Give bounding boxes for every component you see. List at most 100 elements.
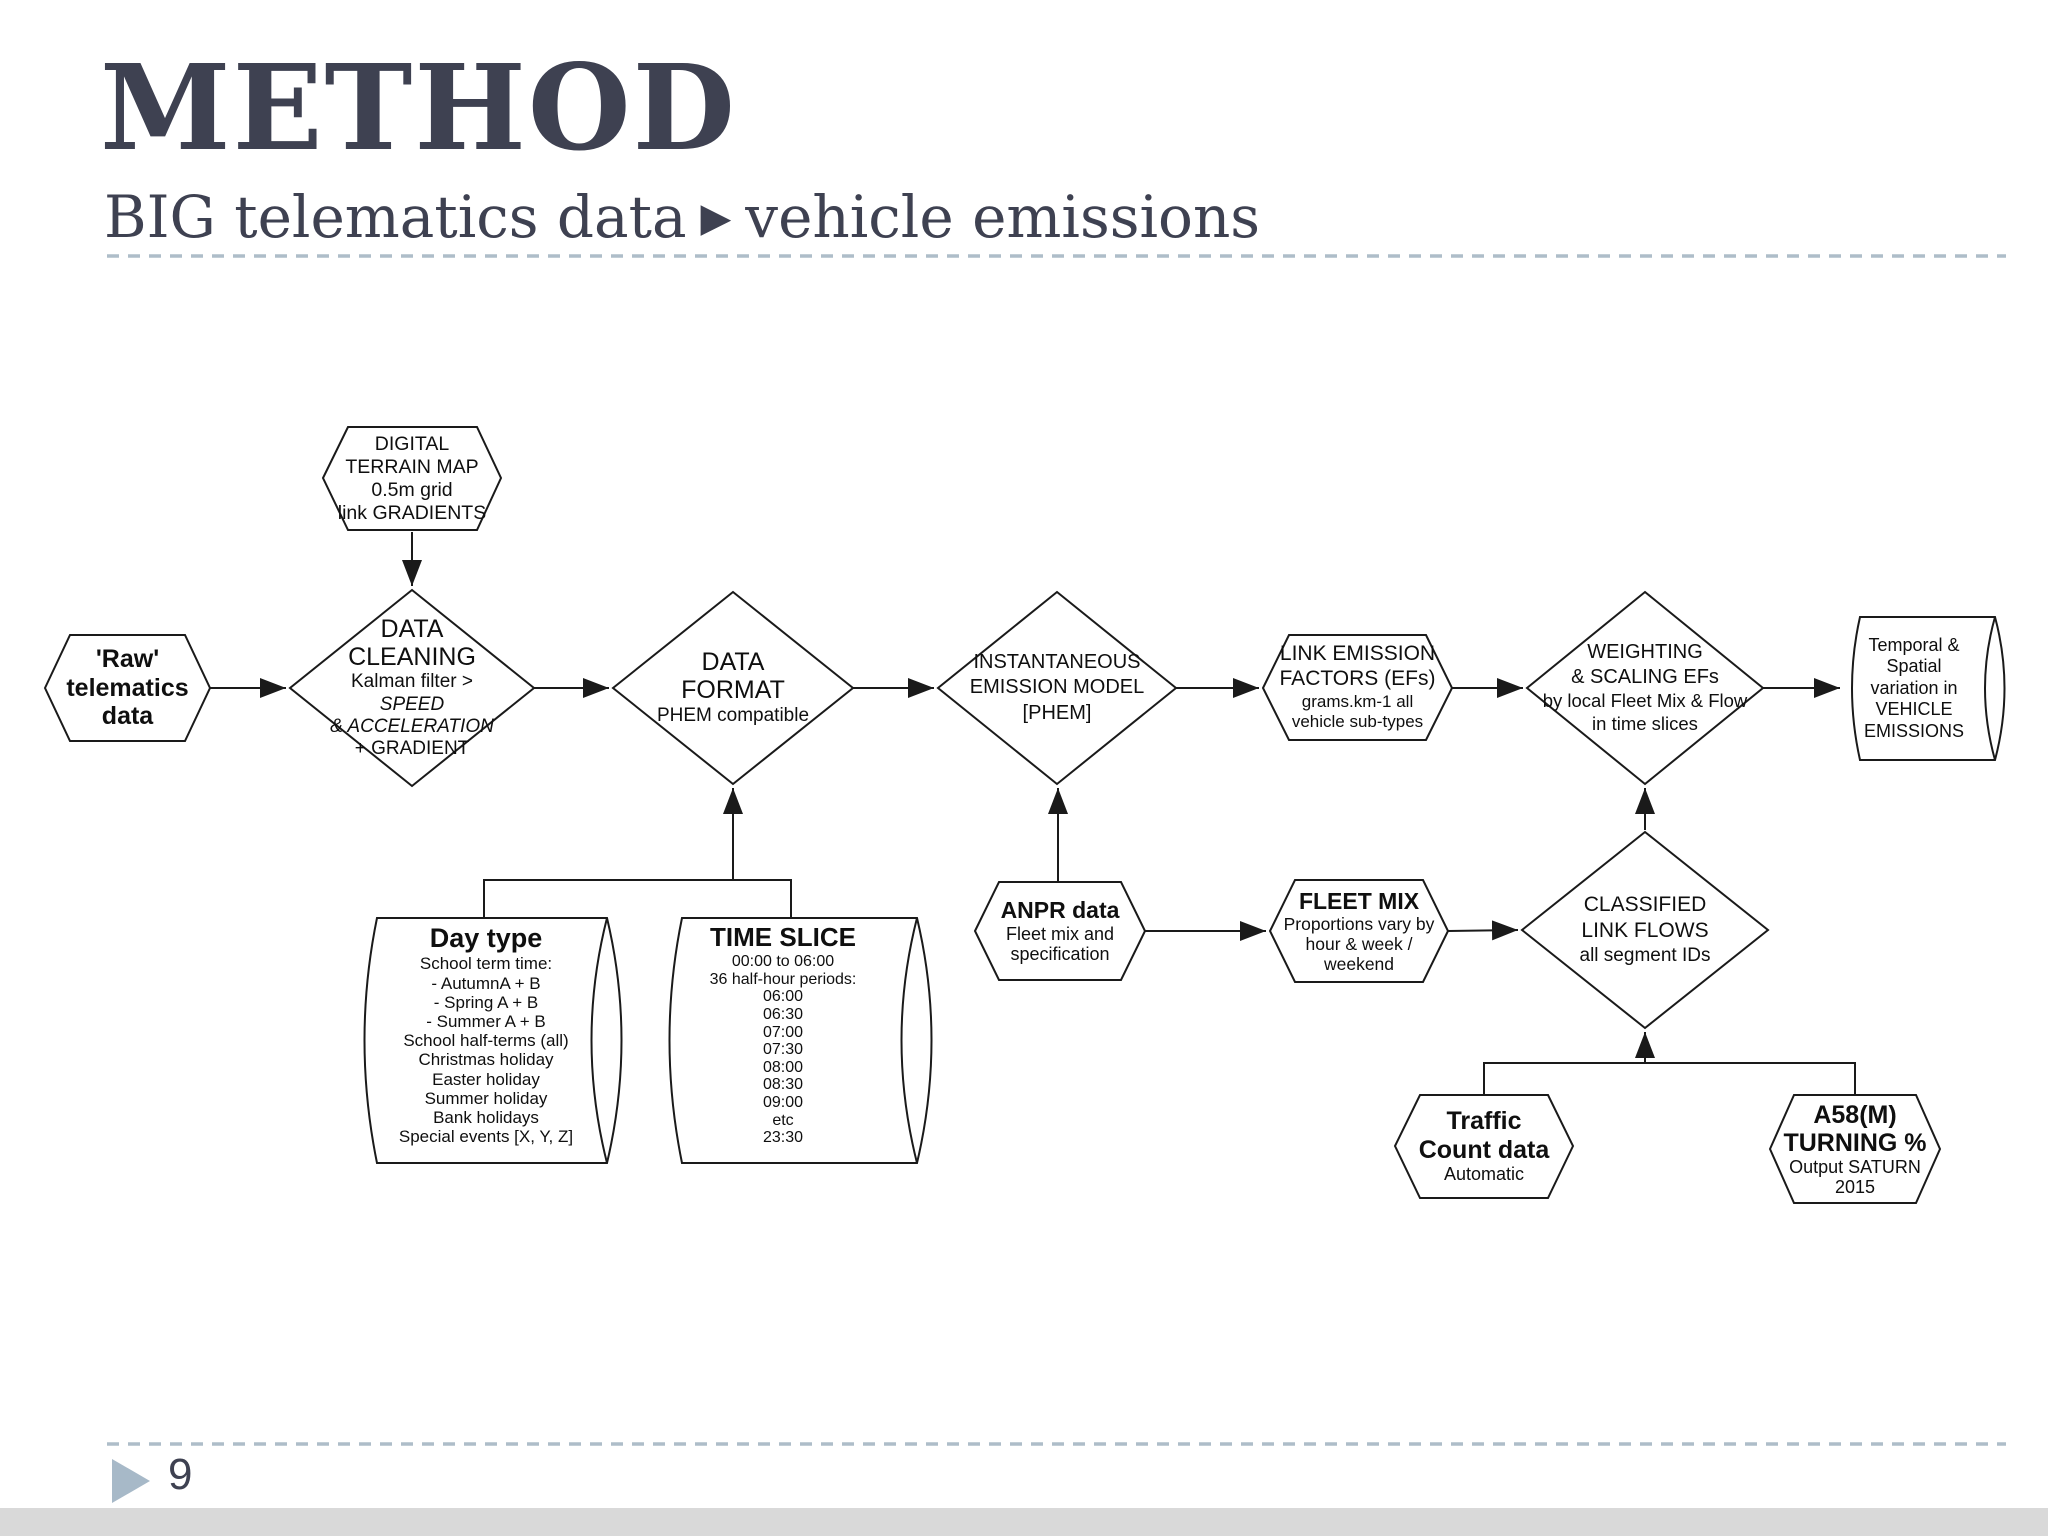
text-line: DATA	[380, 615, 444, 644]
text-line: grams.km-1 all	[1301, 691, 1414, 711]
page-subtitle: BIG telematics data▶vehicle emissions	[104, 183, 1261, 251]
text-line: data	[101, 702, 154, 731]
node-title: A58(M) TURNING %	[1770, 1101, 1940, 1157]
node-subtext: Fleet mix and specification	[975, 924, 1145, 965]
node-anpr-data: ANPR data Fleet mix and specification	[975, 882, 1145, 980]
text-line: hour & week /	[1305, 934, 1413, 955]
text-line: - AutumnA + B	[431, 973, 541, 993]
text-line: EMISSION MODEL	[969, 676, 1145, 699]
text-line: LINK EMISSION	[1279, 642, 1436, 666]
node-subtext: grams.km-1 all vehicle sub-types	[1263, 692, 1452, 733]
node-subtext: Kalman filter > SPEED & ACCELERATION + G…	[300, 671, 524, 761]
text-line: LINK FLOWS	[1581, 919, 1709, 943]
text-line: Fleet mix and	[1005, 923, 1115, 944]
text-line: 2015	[1834, 1177, 1876, 1197]
shape-day-type-store-cap	[590, 917, 608, 1164]
text-line: INSTANTANEOUS	[973, 650, 1141, 673]
node-title: TIME SLICE	[710, 922, 856, 952]
node-emission-model: INSTANTANEOUS EMISSION MODEL [PHEM]	[945, 606, 1169, 770]
text-line: VEHICLE	[1875, 699, 1953, 720]
page-number: 9	[168, 1450, 193, 1499]
node-fleet-mix: FLEET MIX Proportions vary by hour & wee…	[1270, 880, 1448, 982]
shape-weighting-scaling	[1525, 590, 1765, 786]
node-a58-turning: A58(M) TURNING % Output SATURN 2015	[1770, 1095, 1940, 1203]
text-line: 07:30	[762, 1041, 804, 1059]
text-line: School half-terms (all)	[403, 1031, 569, 1051]
text-line: 08:00	[762, 1058, 804, 1076]
shape-a58-turning	[1768, 1094, 1942, 1204]
text-line: 08:30	[762, 1076, 804, 1094]
text-line: CLEANING	[348, 643, 476, 672]
node-subtext: all segment IDs	[1532, 944, 1758, 968]
node-day-type: Day type School term time: - AutumnA + B…	[370, 922, 602, 1162]
text-line: vehicle sub-types	[1291, 712, 1424, 732]
text-line: 06:00	[762, 988, 804, 1006]
connector-counts-to-link-flows	[1483, 1062, 1856, 1095]
text-line: A58(M)	[1813, 1100, 1897, 1129]
flow-connectors	[483, 879, 1856, 1095]
text-line: Christmas holiday	[418, 1050, 554, 1070]
text-line: EMISSIONS	[1863, 720, 1965, 741]
shape-classified-link-flows	[1520, 830, 1770, 1030]
text-line: Kalman filter > SPEED	[300, 671, 524, 716]
text-line: Easter holiday	[432, 1069, 540, 1089]
text-line: WEIGHTING	[1587, 641, 1703, 664]
text-line: [PHEM]	[1022, 701, 1092, 724]
text-line: DATA	[701, 647, 765, 676]
text-line: & ACCELERATION	[330, 716, 494, 737]
text-line: - Summer A + B	[426, 1012, 546, 1031]
text-line: variation in	[1870, 677, 1958, 698]
text-line: specification	[1010, 944, 1110, 965]
text-line: 'Raw'	[95, 644, 160, 673]
text-line: 07:00	[762, 1023, 804, 1041]
node-title: DATA CLEANING	[300, 615, 524, 671]
node-title: LINK EMISSION FACTORS (EFs)	[1263, 642, 1452, 692]
node-title: Traffic Count data	[1395, 1107, 1573, 1165]
text-line: Temporal &	[1868, 634, 1960, 655]
text-fragment: Kalman filter >	[351, 671, 473, 693]
shape-data-format	[611, 590, 855, 786]
text-line: Bank holidays	[433, 1108, 539, 1128]
node-classified-link-flows: CLASSIFIED LINK FLOWS all segment IDs	[1532, 842, 1758, 1018]
page-title: METHOD	[100, 38, 737, 177]
text-line: Count data	[1418, 1135, 1550, 1164]
node-traffic-count: Traffic Count data Automatic	[1395, 1095, 1573, 1198]
node-title: FLEET MIX	[1298, 887, 1420, 914]
text-line: CLASSIFIED	[1583, 892, 1707, 916]
node-time-slice: TIME SLICE 00:00 to 06:00 36 half-hour p…	[676, 922, 890, 1162]
text-line: 0.5m grid	[371, 478, 453, 501]
text-line: TERRAIN MAP	[345, 455, 479, 478]
node-link-emission-factors: LINK EMISSION FACTORS (EFs) grams.km-1 a…	[1263, 635, 1452, 740]
node-data-format: DATA FORMAT PHEM compatible	[621, 606, 845, 770]
arrow-fleet-mix-to-link-flows	[1447, 920, 1519, 941]
subtitle-text-right: vehicle emissions	[745, 183, 1261, 251]
node-subtext: PHEM compatible	[621, 704, 845, 729]
flow-shapes	[43, 426, 2006, 1204]
node-weighting-scaling: WEIGHTING & SCALING EFs by local Fleet M…	[1527, 600, 1763, 776]
shape-traffic-count	[1393, 1094, 1575, 1199]
node-title: WEIGHTING & SCALING EFs	[1527, 640, 1763, 690]
node-subtext: 00:00 to 06:00 36 half-hour periods: 06:…	[676, 953, 890, 1147]
node-title: CLASSIFIED LINK FLOWS	[1532, 892, 1758, 945]
node-subtext: Output SATURN 2015	[1770, 1157, 1940, 1197]
right-triangle-icon: ▶	[700, 195, 732, 241]
text-line: Output SATURN	[1789, 1156, 1921, 1177]
text-line: 00:00 to 06:00	[731, 953, 835, 971]
node-subtext: School term time: - AutumnA + B - Spring…	[370, 954, 602, 1146]
node-digital-terrain-map: DIGITAL TERRAIN MAP 0.5m grid link GRADI…	[323, 427, 501, 530]
text-line: FORMAT	[681, 675, 785, 704]
node-title: DATA FORMAT	[621, 648, 845, 704]
shape-emission-model	[936, 590, 1178, 786]
text-line: in time slices	[1592, 713, 1698, 734]
text-fragment-italic: SPEED	[379, 693, 445, 715]
node-data-cleaning: DATA CLEANING Kalman filter > SPEED & AC…	[300, 598, 524, 778]
text-line: TURNING %	[1783, 1128, 1927, 1157]
footer-strip	[0, 1508, 2048, 1536]
node-raw-telematics: 'Raw' telematics data	[45, 635, 210, 741]
flow-arrows	[210, 532, 1840, 1063]
text-line: weekend	[1323, 954, 1395, 975]
text-line: by local Fleet Mix & Flow	[1542, 690, 1748, 712]
text-line: Spatial	[1886, 656, 1942, 677]
